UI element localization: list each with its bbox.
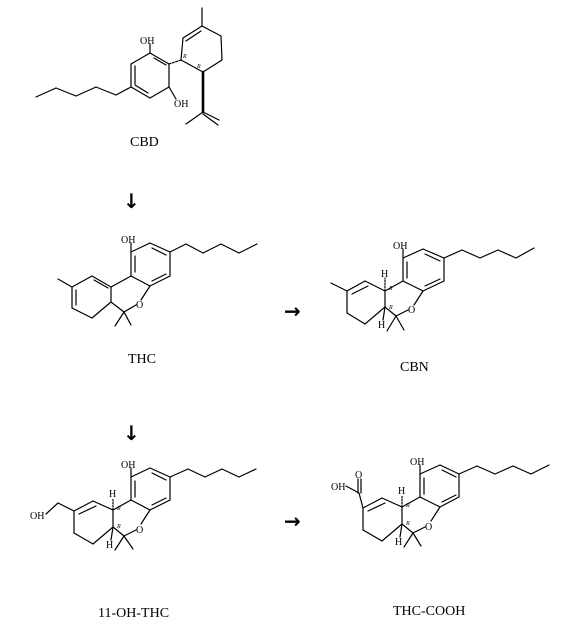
- 11-oh-thc-h-bottom: H: [106, 540, 113, 551]
- 11-oh-thc-stereo-1: R: [116, 506, 121, 512]
- 11-oh-thc-stereo-2: R: [116, 524, 121, 530]
- cbn-structure: OH O H H R R: [330, 241, 535, 332]
- thc-cooh-acid-oxygen: O: [355, 470, 362, 481]
- thc-cooh-structure: OH O OH O H H R R: [331, 457, 550, 548]
- thc-cooh-oh: OH: [410, 457, 424, 468]
- right-arrow-1: →: [284, 299, 301, 323]
- cbd-name: CBD: [130, 135, 159, 150]
- cbn-name: CBN: [400, 360, 429, 375]
- cbd-oh-bottom: OH: [174, 99, 188, 110]
- cbd-structure: OH OH R R: [35, 7, 223, 126]
- cbn-h-bottom: H: [378, 320, 385, 331]
- thc-cooh-h-bottom: H: [395, 537, 402, 548]
- thc-cooh-stereo-2: R: [405, 521, 410, 527]
- thc-ring-oxygen: O: [136, 300, 143, 311]
- 11-oh-thc-oh: OH: [121, 460, 135, 471]
- cbn-h-top: H: [381, 269, 388, 280]
- cbd-stereo-2: R: [196, 64, 201, 70]
- cbn-oh: OH: [393, 241, 407, 252]
- thc-structure: OH O: [57, 235, 258, 327]
- cbd-oh-top: OH: [140, 36, 154, 47]
- thc-name: THC: [128, 352, 156, 367]
- cbn-stereo-1: R: [388, 286, 393, 292]
- 11-oh-thc-structure: OH O OH H H R R: [30, 460, 257, 551]
- 11-oh-thc-h-top: H: [109, 489, 116, 500]
- cbd-stereo-1: R: [182, 54, 187, 60]
- thc-cooh-ring-oxygen: O: [425, 522, 432, 533]
- thc-cooh-acid-oh: OH: [331, 482, 345, 493]
- 11-oh-thc-ring-oxygen: O: [136, 525, 143, 536]
- down-arrow-2: ↓: [123, 421, 140, 445]
- thc-cooh-stereo-1: R: [405, 503, 410, 509]
- thc-oh: OH: [121, 235, 135, 246]
- thc-cooh-h-top: H: [398, 486, 405, 497]
- cbn-stereo-2: R: [388, 305, 393, 311]
- cbn-ring-oxygen: O: [408, 305, 415, 316]
- right-arrow-2: →: [284, 509, 301, 533]
- down-arrow-1: ↓: [123, 189, 140, 213]
- thc-cooh-name: THC-COOH: [393, 604, 465, 619]
- 11-oh-thc-name: 11-OH-THC: [98, 606, 169, 621]
- 11-oh-thc-side-oh: OH: [30, 511, 44, 522]
